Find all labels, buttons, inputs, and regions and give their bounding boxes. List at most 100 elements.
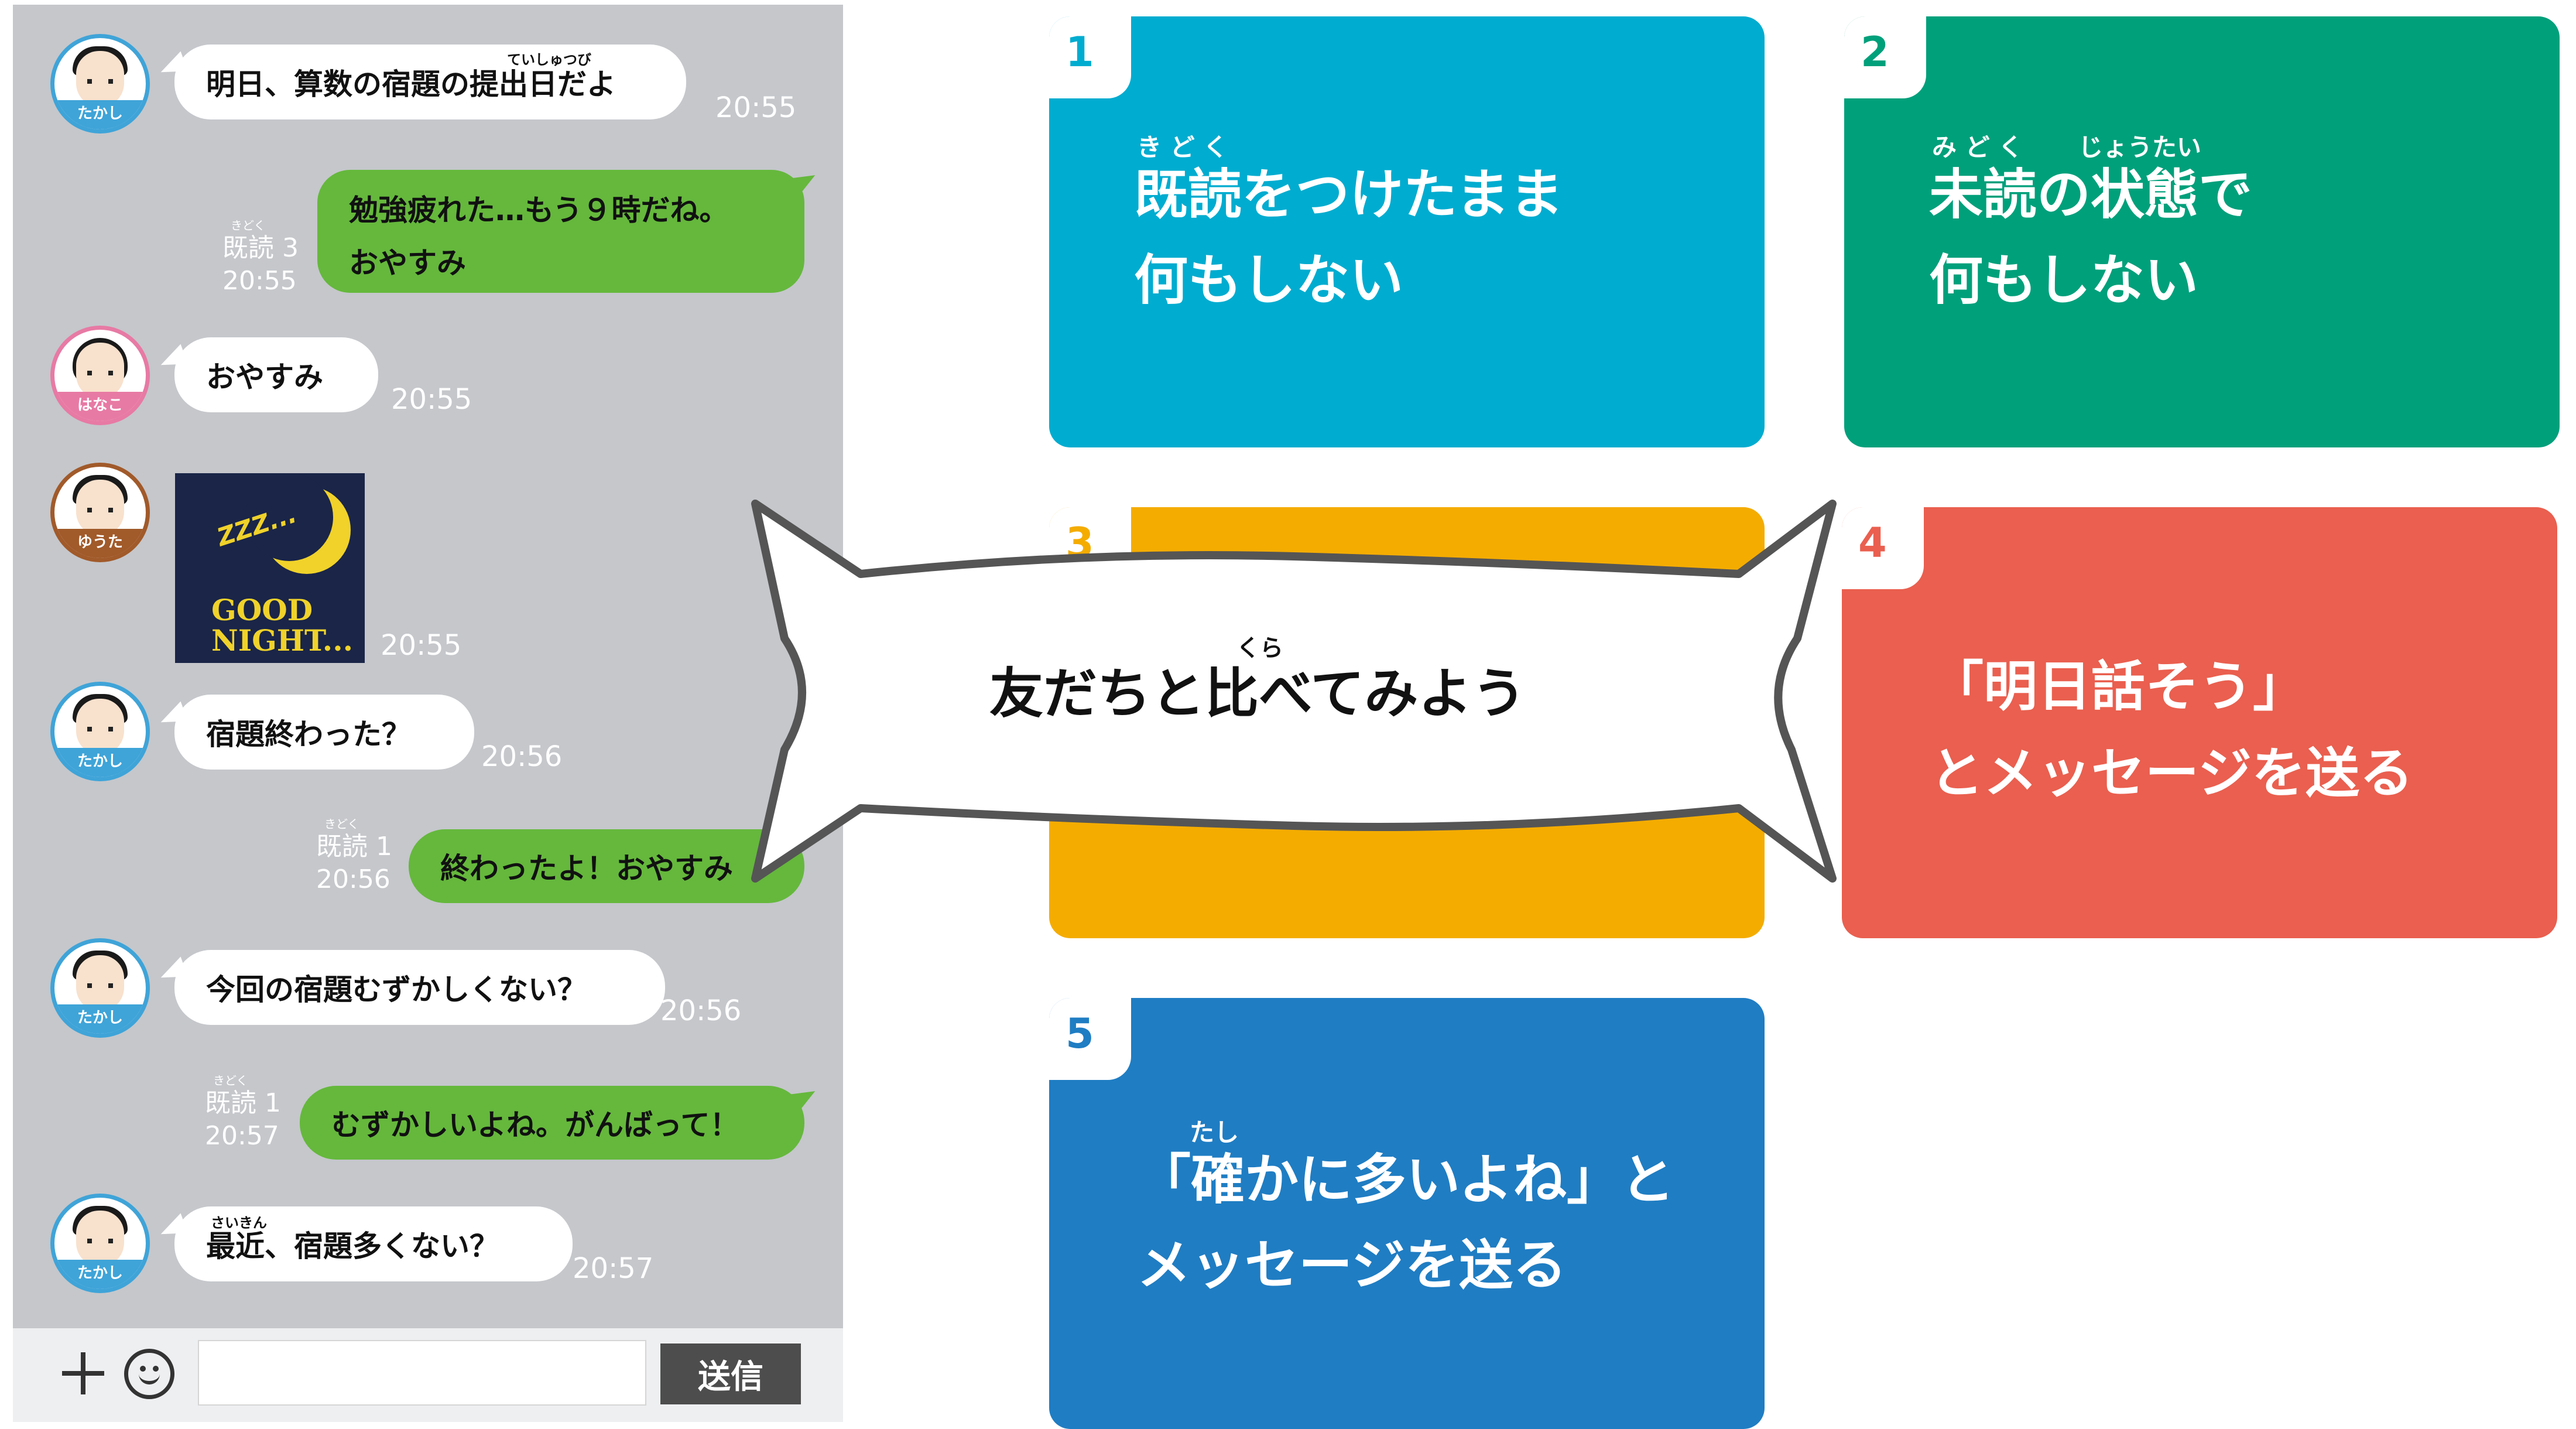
read-count: 既読 1 [205, 1088, 281, 1118]
number-tab [1049, 16, 1131, 98]
avatar-yuta[interactable]: ゆうた [50, 463, 150, 562]
banner-shape [751, 500, 1837, 883]
avatar-eyes [87, 727, 113, 731]
card-line-1: 未読の状態で [1929, 163, 2253, 226]
message-time: 20:55 [222, 266, 297, 296]
banner-ruby: くら [1236, 635, 1283, 662]
message-line-2: おやすみ [349, 246, 466, 280]
read-ruby: きどく [213, 1074, 248, 1088]
emoji-eye [153, 1366, 159, 1372]
option-card-2[interactable]: 2 み ど く じょうたい 未読の状態で 何もしない [1844, 16, 2560, 447]
message-text: 今回の宿題むずかしくない？ [206, 973, 587, 1007]
plus-icon[interactable] [60, 1350, 107, 1397]
card-line-1: 既読をつけたまま [1134, 163, 1564, 226]
avatar-name: たかし [54, 748, 146, 777]
message-input[interactable] [198, 1340, 646, 1406]
avatar-name: たかし [54, 100, 146, 129]
option-card-1[interactable]: 1 き ど く 既読をつけたまま 何もしない [1049, 16, 1765, 447]
message-bubble[interactable]: 最近、宿題多くない？ [174, 1206, 573, 1281]
read-count: 既読 3 [222, 233, 299, 263]
avatar-face [76, 51, 124, 107]
message-time: 20:56 [660, 994, 742, 1027]
banner-text: 友だちと比べてみよう [989, 662, 1526, 725]
card-line-2: 何もしない [1929, 249, 2199, 312]
sticker-line-2: NIGHT... [211, 623, 354, 658]
avatar-name: たかし [54, 1004, 146, 1034]
card-number: 4 [1858, 519, 1887, 567]
card-line-2: メッセージを送る [1137, 1234, 1567, 1297]
avatar-face [76, 1211, 124, 1267]
message-time: 20:55 [391, 383, 472, 416]
avatar-hanako[interactable]: はなこ [50, 326, 150, 425]
card-number: 1 [1066, 28, 1094, 76]
card-number: 5 [1066, 1010, 1094, 1058]
message-bubble[interactable]: 今回の宿題むずかしくない？ [174, 950, 665, 1025]
emoji-icon[interactable] [124, 1349, 174, 1399]
message-text: 最近、宿題多くない？ [206, 1229, 499, 1263]
avatar-takashi[interactable]: たかし [50, 938, 150, 1038]
message-time: 20:57 [205, 1121, 279, 1151]
card-line-2: 何もしない [1134, 249, 1404, 312]
message-time: 20:56 [316, 864, 390, 894]
avatar-name: ゆうた [54, 529, 146, 558]
send-button[interactable]: 送信 [660, 1343, 801, 1404]
good-night-sticker[interactable]: ZZZ... GOOD NIGHT... [175, 473, 365, 663]
message-ruby: ていしゅつび [507, 52, 591, 68]
message-bubble-self[interactable]: 終わったよ！おやすみ [409, 829, 804, 903]
avatar-name: はなこ [54, 392, 146, 421]
card-number: 2 [1861, 28, 1889, 76]
avatar-face [76, 699, 124, 755]
avatar-eyes [87, 79, 113, 84]
avatar-name: たかし [54, 1260, 146, 1289]
emoji-eye [140, 1366, 146, 1372]
read-status: きどく 既読 1 20:57 [205, 1074, 281, 1153]
card-line-2: とメッセージを送る [1930, 742, 2414, 805]
avatar-face [76, 480, 124, 536]
sticker-text: GOOD NIGHT... [211, 595, 364, 656]
read-status: きどく 既読 1 20:56 [316, 818, 392, 896]
option-card-5[interactable]: 5 たし 「確かに多いよね」と メッセージを送る [1049, 998, 1765, 1429]
emoji-mouth [139, 1374, 160, 1384]
avatar-eyes [87, 508, 113, 512]
message-time: 20:55 [381, 629, 462, 662]
message-text: 明日、算数の宿題の提出日だよ [206, 67, 616, 101]
avatar-face [76, 343, 124, 399]
read-count: 既読 1 [316, 832, 392, 861]
message-bubble-self[interactable]: むずかしいよね。がんばって！ [300, 1086, 804, 1160]
message-time: 20:56 [481, 740, 563, 773]
sticker-line-1: GOOD [211, 593, 313, 627]
read-status: きどく 既読 3 20:55 [222, 219, 299, 298]
card-line-1: 「確かに多いよね」と [1137, 1148, 1675, 1211]
option-card-4[interactable]: 4 「明日話そう」 とメッセージを送る [1842, 507, 2557, 938]
chat-panel: たかし 明日、算数の宿題の提出日だよ ていしゅつび 20:55 きどく 既読 3… [13, 5, 843, 1422]
message-ruby: さいきん [211, 1215, 267, 1231]
moon-shadow [245, 473, 333, 561]
card-line-1: 「明日話そう」 [1930, 655, 2307, 718]
chat-input-bar: 送信 [13, 1328, 843, 1422]
message-time: 20:57 [573, 1252, 654, 1285]
avatar-eyes [87, 371, 113, 375]
card-ruby: み ど く [1932, 133, 2023, 162]
message-time: 20:55 [715, 91, 797, 124]
read-ruby: きどく [231, 218, 266, 233]
message-text: おやすみ [206, 360, 323, 394]
number-tab [1842, 507, 1924, 589]
read-ruby: きどく [324, 817, 359, 831]
message-bubble[interactable]: おやすみ [174, 337, 378, 412]
message-bubble-self[interactable]: 勉強疲れた…もう９時だね。 おやすみ [317, 170, 804, 293]
banner-scroll [751, 500, 1837, 883]
avatar-takashi[interactable]: たかし [50, 34, 150, 134]
avatar-face [76, 955, 124, 1011]
message-text: 宿題終わった？ [206, 717, 411, 751]
number-tab [1049, 998, 1131, 1080]
message-text: むずかしいよね。がんばって！ [331, 1108, 739, 1142]
message-line-1: 勉強疲れた…もう９時だね。 [349, 193, 729, 227]
message-bubble[interactable]: 明日、算数の宿題の提出日だよ [174, 45, 686, 119]
avatar-takashi[interactable]: たかし [50, 682, 150, 781]
message-bubble[interactable]: 宿題終わった？ [174, 695, 474, 770]
card-ruby: たし [1190, 1118, 1239, 1147]
message-text: 終わったよ！おやすみ [440, 852, 733, 886]
avatar-takashi[interactable]: たかし [50, 1194, 150, 1293]
avatar-eyes [87, 1239, 113, 1243]
card-ruby: じょうたい [2078, 133, 2202, 162]
